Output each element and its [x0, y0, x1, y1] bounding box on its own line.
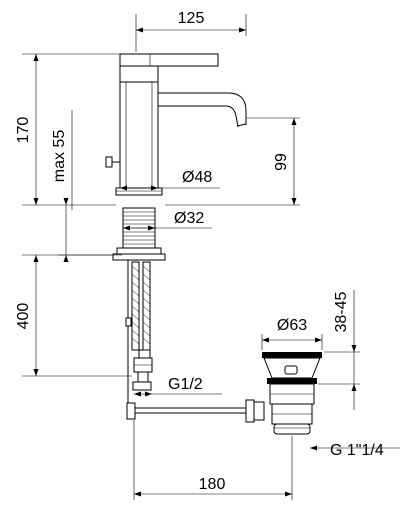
dim-max-55: max 55	[51, 130, 68, 183]
dim-d63: Ø63	[277, 317, 307, 334]
dim-g12: G1/2	[168, 376, 203, 393]
dimension-lines	[22, 14, 400, 500]
dim-125: 125	[178, 10, 205, 27]
dim-400: 400	[15, 303, 32, 330]
dim-38-45: 38-45	[333, 291, 350, 332]
flex-hoses	[125, 260, 153, 410]
dim-d32: Ø32	[174, 210, 204, 227]
dim-170: 170	[15, 117, 32, 144]
faucet-body	[105, 53, 247, 196]
deck-shank	[112, 207, 166, 261]
pop-up-rod	[126, 399, 265, 423]
dim-g114: G 1"1/4	[330, 442, 384, 459]
dim-d48: Ø48	[182, 169, 212, 186]
waste-assembly	[262, 352, 322, 435]
dim-180: 180	[199, 476, 226, 493]
dimension-arrowheads	[33, 27, 357, 497]
dim-99: 99	[273, 153, 290, 171]
